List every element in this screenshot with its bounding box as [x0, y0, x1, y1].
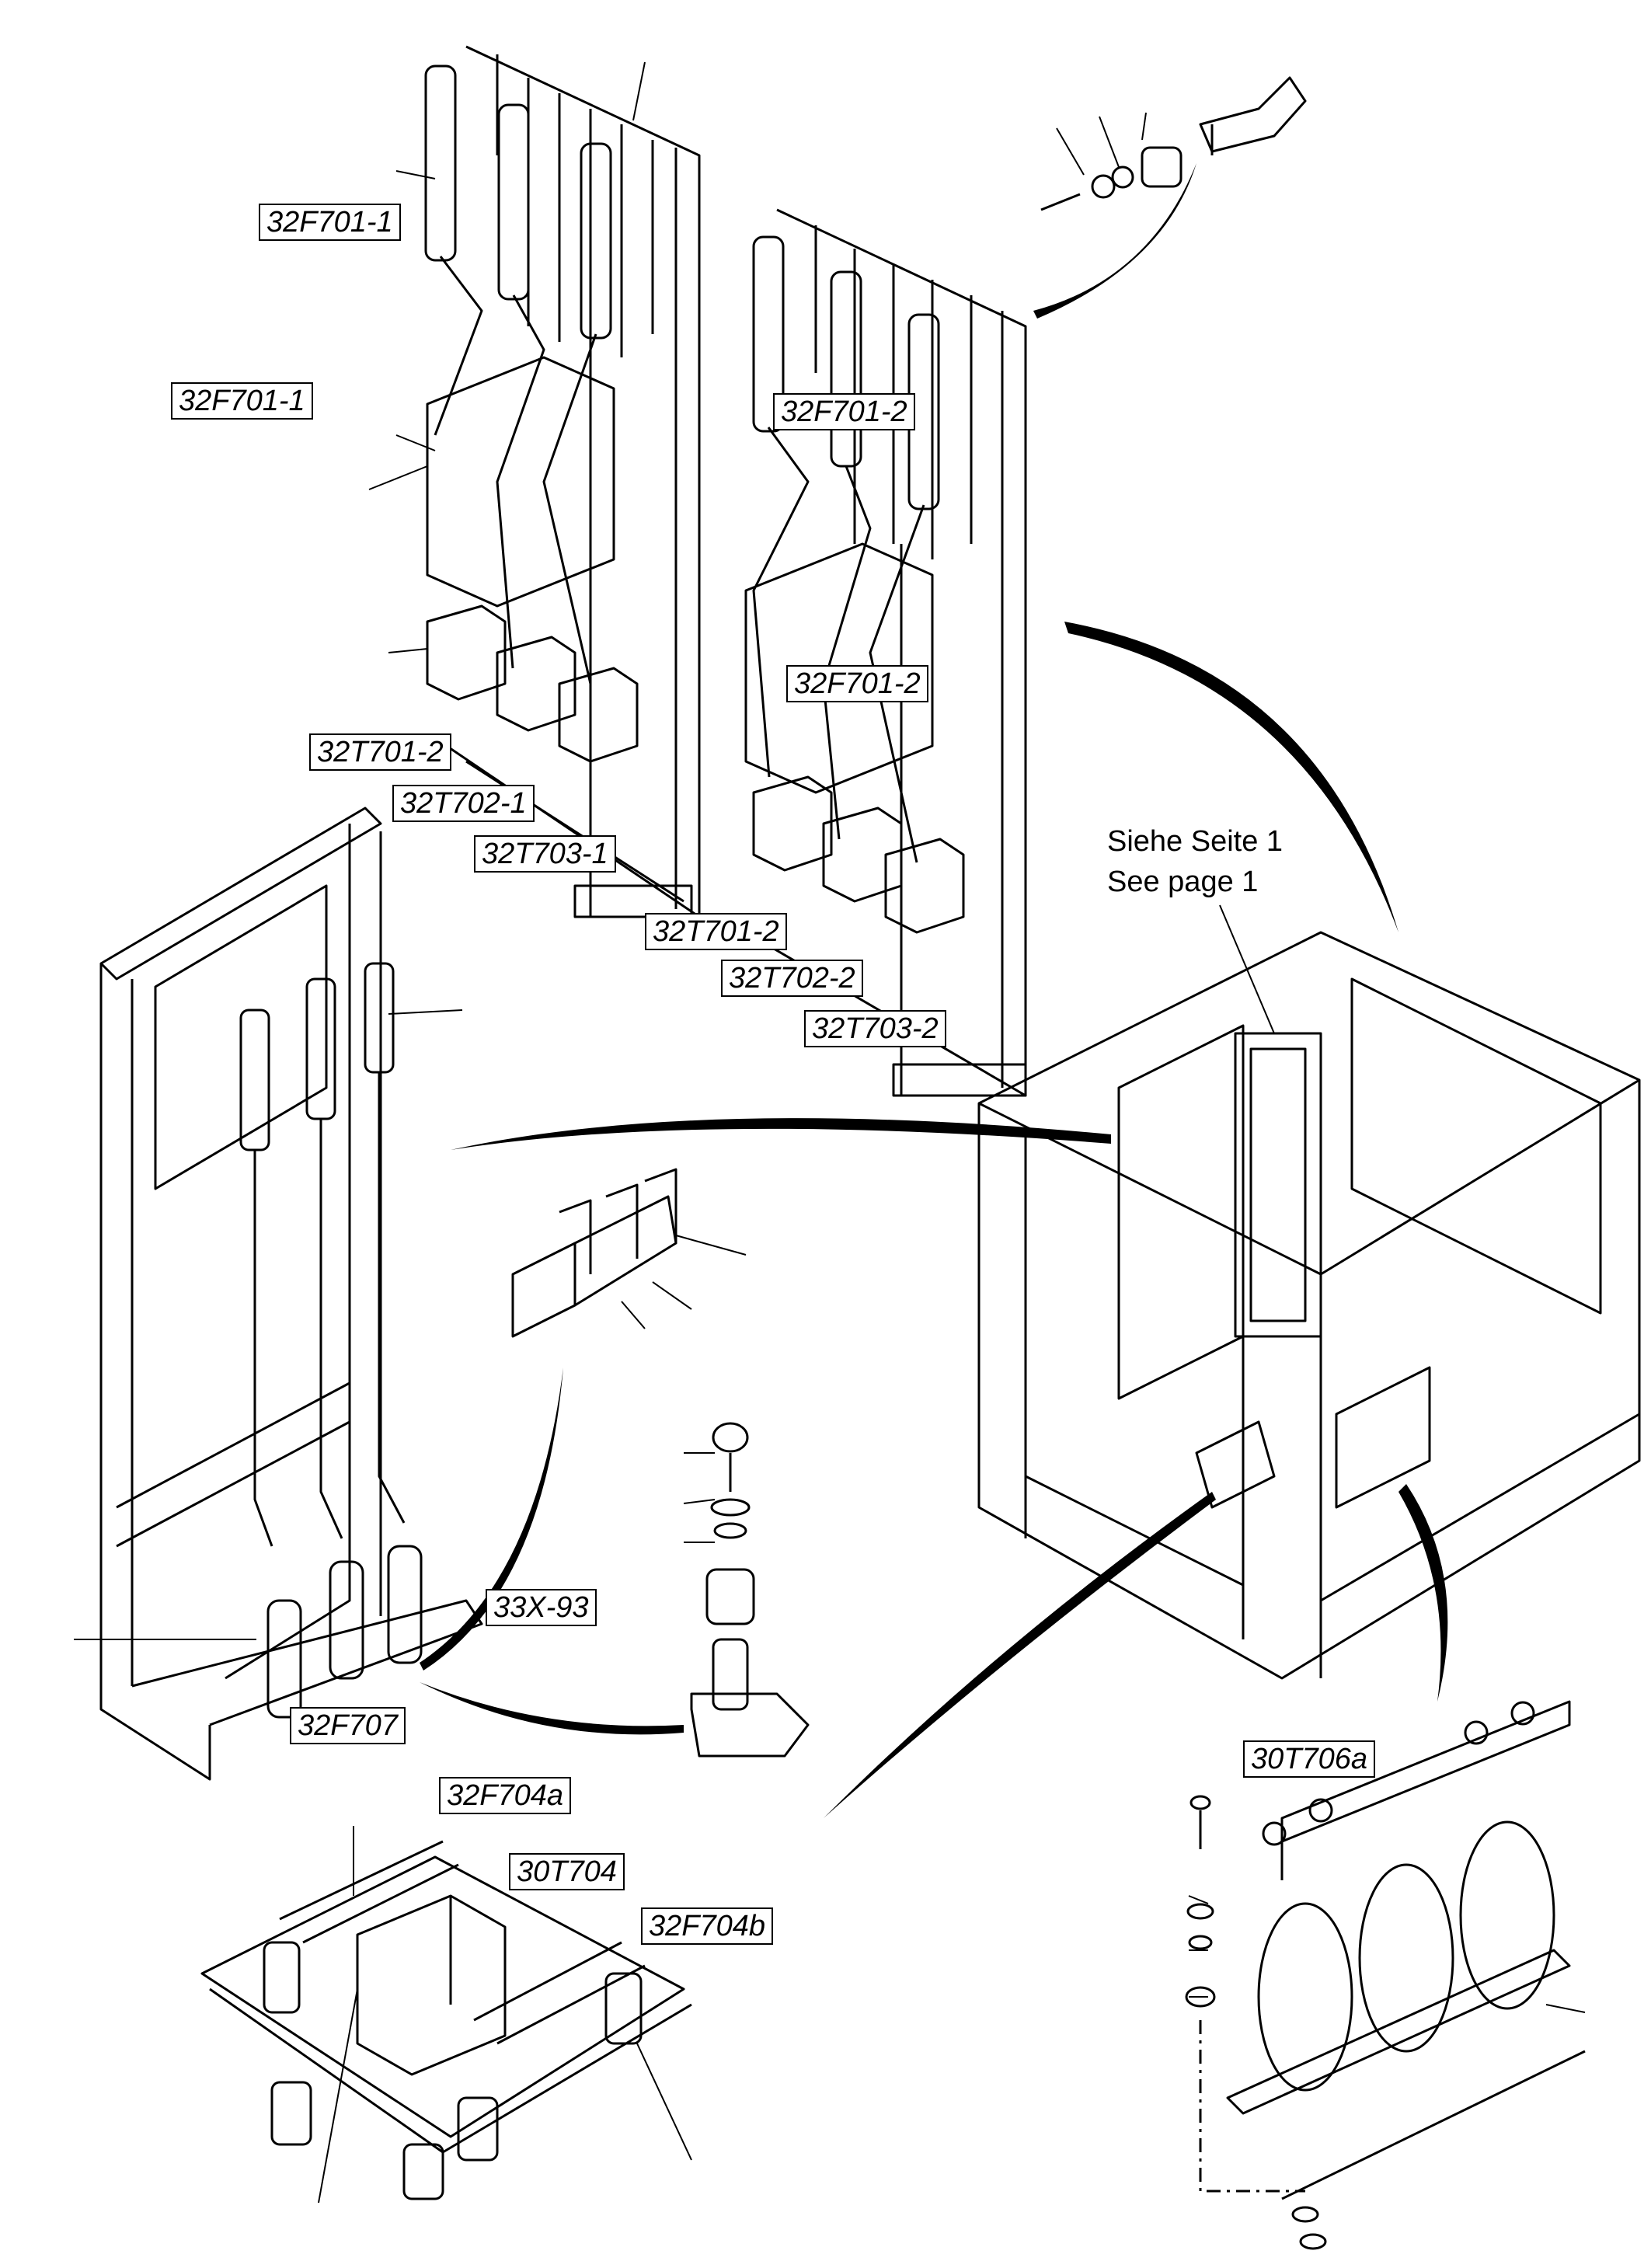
- assembly-1-fuses: [424, 64, 612, 685]
- label-32f707: 32F707: [290, 1707, 406, 1744]
- label-32t703-2: 32T703-2: [804, 1010, 946, 1047]
- t704-board-assembly: [200, 1840, 692, 2200]
- damper-mount-detail: [690, 1422, 810, 1758]
- label-32f704b: 32F704b: [641, 1907, 774, 1945]
- label-32t701-2-left: 32T701-2: [309, 733, 451, 771]
- label-32t702-2: 32T702-2: [721, 960, 863, 997]
- label-33x-93: 33X-93: [486, 1589, 597, 1626]
- label-32f701-1-top: 32F701-1: [259, 204, 401, 241]
- t706a-reactor-assembly: [1185, 1700, 1586, 2250]
- assembly-1-current-transformers: [426, 356, 639, 763]
- leader-lines: [74, 61, 1586, 2204]
- label-32t701-2-right: 32T701-2: [645, 913, 787, 950]
- terminal-block-detail: [511, 1168, 677, 1338]
- rack-left-fuses-and-rods: [239, 962, 423, 1719]
- assembly-2-current-transformers: [744, 542, 965, 934]
- cabinet-overview: [977, 931, 1641, 1680]
- label-32f701-2-top: 32F701-2: [773, 393, 915, 430]
- label-32t702-1: 32T702-1: [392, 785, 535, 822]
- bushing-screw-detail: [1040, 76, 1307, 211]
- callout-arrows: [420, 163, 1448, 1818]
- label-32f701-1-mid: 32F701-1: [171, 382, 313, 420]
- rack-left-frame: [99, 807, 483, 1781]
- label-32t703-1: 32T703-1: [474, 835, 616, 873]
- label-32f701-2-mid: 32F701-2: [786, 665, 928, 702]
- label-30t706a: 30T706a: [1243, 1740, 1376, 1778]
- see-page-note-de: Siehe Seite 1: [1107, 825, 1284, 858]
- see-page-note-en: See page 1: [1107, 866, 1259, 898]
- label-32f704a: 32F704a: [439, 1777, 572, 1814]
- label-30t704: 30T704: [509, 1853, 625, 1890]
